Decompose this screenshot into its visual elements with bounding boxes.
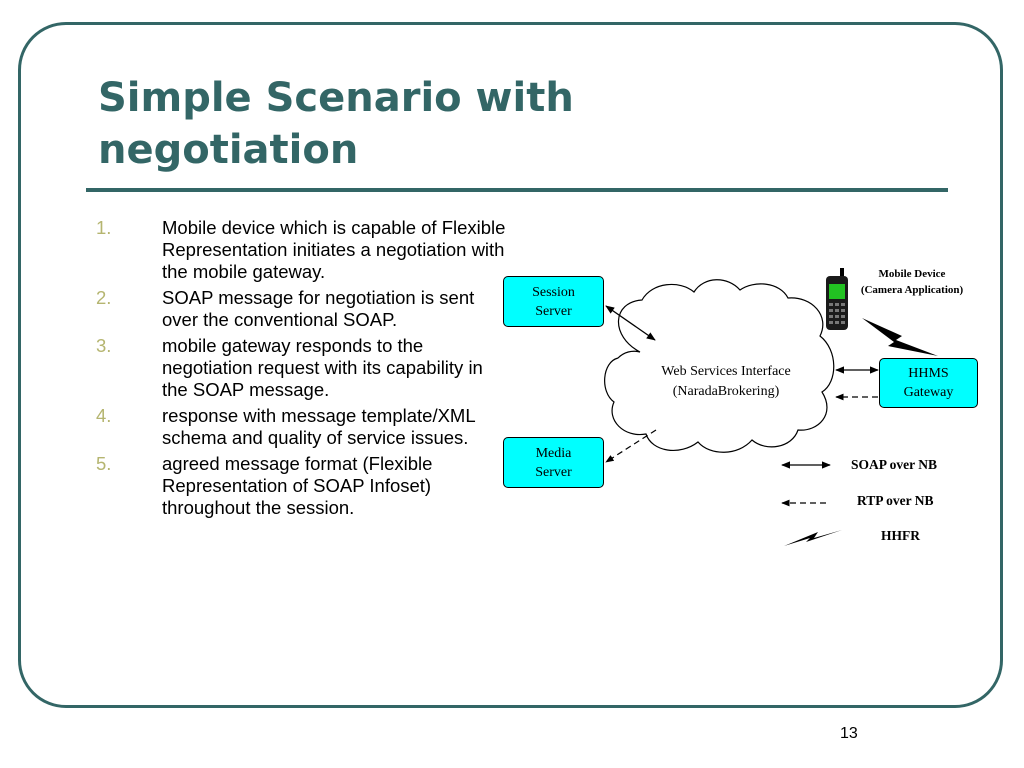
step-number: 3. bbox=[96, 335, 112, 356]
step-number: 1. bbox=[96, 217, 112, 238]
session-server-box: Session Server bbox=[503, 276, 604, 327]
legend-hhfr-symbol bbox=[784, 530, 842, 546]
step-text: Mobile device which is capable of Flexib… bbox=[162, 217, 506, 282]
step-text: SOAP message for negotiation is sent ove… bbox=[162, 287, 475, 330]
steps-list: 1. Mobile device which is capable of Flex… bbox=[96, 217, 506, 523]
page-number: 13 bbox=[840, 725, 858, 742]
cell-phone-icon bbox=[826, 268, 848, 330]
web-services-label: Web Services Interface (NaradaBrokering) bbox=[661, 364, 791, 399]
step-number: 2. bbox=[96, 287, 112, 308]
soap-link-session bbox=[605, 305, 656, 341]
legend-hhfr-label: HHFR bbox=[881, 528, 920, 543]
step-text: mobile gateway responds to the negotiati… bbox=[162, 335, 483, 400]
lightning-bolt-icon bbox=[862, 318, 938, 356]
step-text: agreed message format (Flexible Represen… bbox=[162, 453, 433, 518]
step-item: 4. response with message template/XML sch… bbox=[96, 405, 506, 449]
step-item: 2. SOAP message for negotiation is sent o… bbox=[96, 287, 506, 331]
title-divider bbox=[86, 188, 948, 192]
slide-frame bbox=[18, 22, 1003, 708]
hhms-gateway-box: HHMS Gateway bbox=[879, 358, 978, 408]
web-services-cloud bbox=[604, 279, 835, 453]
step-item: 1. Mobile device which is capable of Flex… bbox=[96, 217, 506, 283]
slide-title: Simple Scenario with negotiation bbox=[98, 75, 574, 173]
legend-rtp-label: RTP over NB bbox=[857, 493, 934, 508]
media-server-box: Media Server bbox=[503, 437, 604, 488]
step-number: 4. bbox=[96, 405, 112, 426]
step-item: 5. agreed message format (Flexible Repres… bbox=[96, 453, 506, 519]
step-item: 3. mobile gateway responds to the negotia… bbox=[96, 335, 506, 401]
step-text: response with message template/XML schem… bbox=[162, 405, 475, 448]
step-number: 5. bbox=[96, 453, 112, 474]
legend-soap-label: SOAP over NB bbox=[851, 457, 938, 472]
mobile-device-label: Mobile Device (Camera Application) bbox=[860, 268, 964, 296]
